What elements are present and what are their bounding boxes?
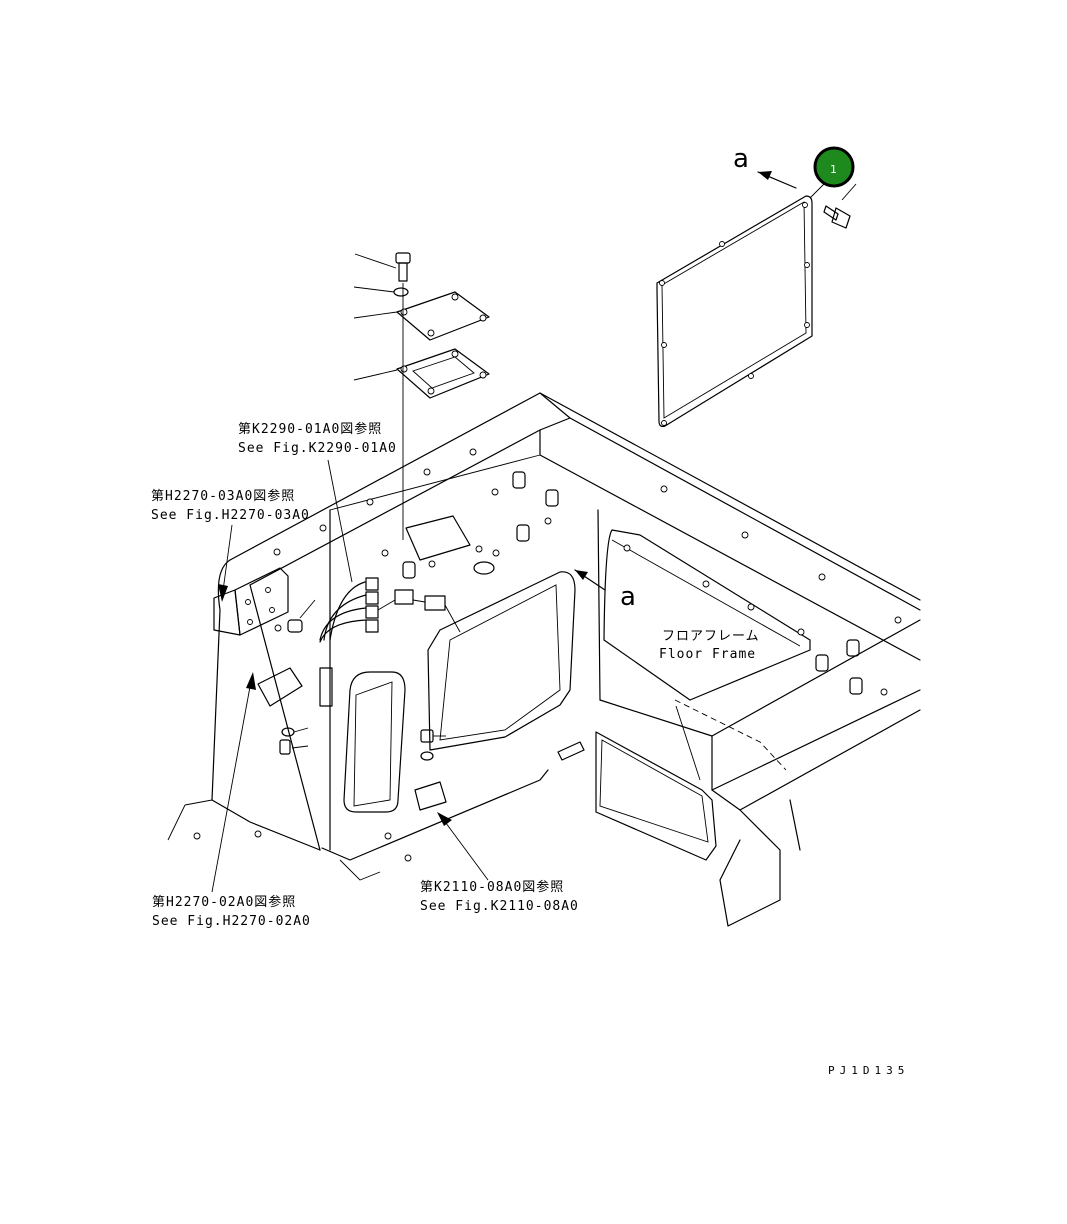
view-arrow-label-mid: a (620, 582, 636, 612)
ref-label-k2290-en: See Fig.K2290-01A0 (238, 441, 397, 456)
ref-label-h2270-02-jp: 第H2270-02A0図参照 (152, 894, 296, 910)
boss-icon (402, 471, 863, 695)
side-bracket (213, 567, 316, 636)
ref-label-h2270-02: 第H2270-02A0図参照 See Fig.H2270-02A0 (152, 894, 311, 929)
ref-label-k2110: 第K2110-08A0図参照 See Fig.K2110-08A0 (420, 879, 579, 914)
deck-holes (193, 448, 902, 862)
floor-frame-body (167, 392, 921, 927)
ref-label-k2110-jp: 第K2110-08A0図参照 (420, 879, 564, 895)
ref-label-k2290: 第K2290-01A0図参照 See Fig.K2290-01A0 (238, 421, 397, 456)
view-arrow-a-mid: a (574, 569, 636, 612)
ref-label-k2110-en: See Fig.K2110-08A0 (420, 899, 579, 914)
floor-frame-label-en: Floor Frame (659, 647, 756, 662)
ref-label-h2270-03-en: See Fig.H2270-03A0 (151, 508, 310, 523)
ref-label-h2270-02-en: See Fig.H2270-02A0 (152, 914, 311, 929)
floor-frame-label-jp: フロアフレーム (662, 629, 760, 644)
bolt-icon (823, 205, 851, 229)
cover-panel (656, 195, 813, 428)
ref-label-k2290-jp: 第K2290-01A0図参照 (238, 421, 382, 437)
ref-label-h2270-03-jp: 第H2270-03A0図参照 (151, 488, 295, 504)
part-number-badge-text: 1 (830, 163, 837, 176)
wire-harness (319, 577, 461, 707)
view-arrow-label-top: a (733, 144, 749, 174)
floor-frame-label: フロアフレーム Floor Frame (659, 629, 760, 662)
view-arrow-a-top: a (733, 144, 797, 189)
part-number-badge[interactable]: 1 (813, 146, 855, 188)
lower-bolts (414, 729, 585, 811)
exploded-cover-stack (353, 252, 490, 540)
ref-label-h2270-03: 第H2270-03A0図参照 See Fig.H2270-03A0 (151, 488, 310, 523)
small-clamp (257, 667, 309, 755)
drawing-code: PJ1D135 (828, 1064, 909, 1077)
